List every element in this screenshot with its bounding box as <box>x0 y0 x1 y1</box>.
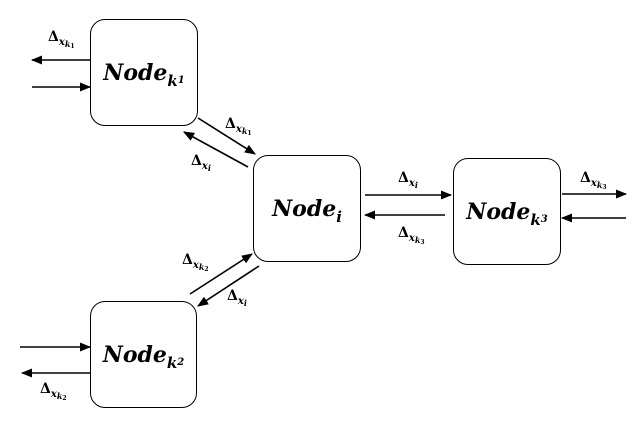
node-i-label: Nodei <box>272 195 342 226</box>
delta-label-k1-external: Δxk1 <box>48 29 75 50</box>
node-k3-label: Nodek3 <box>466 198 548 229</box>
delta-label-k1-to-i: Δxk1 <box>225 116 252 137</box>
node-k3: Nodek3 <box>453 158 561 265</box>
arrow-i-to-k2 <box>197 265 260 307</box>
node-k1-label: Nodek1 <box>103 59 185 90</box>
arrow-k1-to-i <box>197 117 256 155</box>
delta-label-k3-external: Δxk3 <box>580 170 607 191</box>
node-k1: Nodek1 <box>90 19 198 126</box>
delta-label-k2-to-i: Δxk2 <box>182 252 209 273</box>
delta-label-i-to-k1: Δxi <box>191 153 211 173</box>
node-i: Nodei <box>253 155 361 262</box>
arrow-i-to-k1 <box>183 131 249 168</box>
delta-label-k2-external: Δxk2 <box>40 381 67 402</box>
node-k2: Nodek2 <box>90 301 197 408</box>
delta-label-i-to-k3: Δxi <box>398 170 418 190</box>
arrow-k2-to-i <box>189 253 253 295</box>
delta-label-k3-to-i: Δxk3 <box>398 225 425 246</box>
node-k2-label: Nodek2 <box>102 341 185 372</box>
delta-label-i-to-k2: Δxi <box>227 288 247 308</box>
